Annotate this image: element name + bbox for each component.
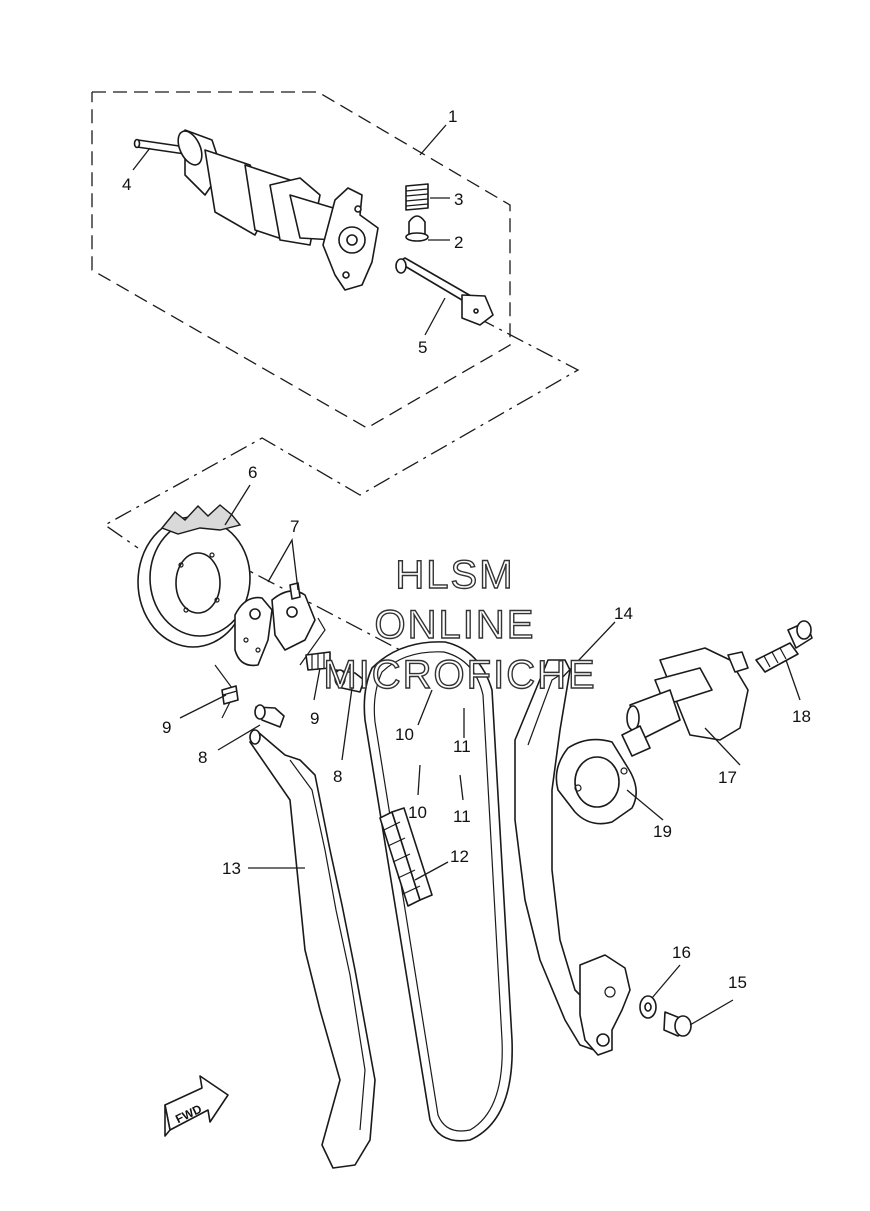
callout-17: 17 — [718, 768, 737, 787]
part-7-decompressor-plate[interactable] — [234, 582, 316, 667]
callout-1: 1 — [448, 107, 457, 126]
callout-9-right: 9 — [310, 709, 319, 728]
watermark-line-3: MICROFICHE — [323, 653, 596, 697]
part-8-pin-left[interactable] — [254, 704, 285, 728]
callout-16: 16 — [672, 943, 691, 962]
callout-2: 2 — [454, 233, 463, 252]
part-16-washer[interactable] — [639, 995, 657, 1019]
callout-19: 19 — [653, 822, 672, 841]
part-14-tensioner-guide[interactable] — [514, 659, 631, 1056]
part-19-gasket[interactable] — [555, 738, 637, 825]
part-15-bolt[interactable] — [663, 1011, 692, 1037]
part-9-spring-left[interactable] — [214, 664, 239, 719]
part-18-bolt[interactable] — [755, 620, 813, 673]
part-2-plunger[interactable] — [405, 215, 429, 242]
callout-8-left: 8 — [198, 748, 207, 767]
part-3-spring[interactable] — [405, 183, 429, 211]
callout-4: 4 — [122, 175, 131, 194]
callout-13: 13 — [222, 859, 241, 878]
watermark-line-2: ONLINE — [375, 603, 536, 647]
callout-14: 14 — [614, 604, 633, 623]
callout-7: 7 — [290, 517, 299, 536]
part-6-cam-sprocket[interactable] — [137, 504, 251, 648]
callout-5: 5 — [418, 338, 427, 357]
part-17-tensioner[interactable] — [621, 647, 749, 757]
callout-11-upper: 11 — [453, 737, 471, 756]
leader-lines — [132, 124, 801, 1026]
callout-10-lower: 10 — [408, 803, 427, 822]
part-8-pin-right[interactable] — [334, 669, 365, 693]
part-5-decomp-shaft[interactable] — [395, 257, 494, 326]
part-13-chain-guide[interactable] — [249, 729, 376, 1169]
watermark: HLSM ONLINE MICROFICHE — [323, 552, 596, 697]
part-1-camshaft[interactable] — [173, 127, 379, 291]
callout-11-lower: 11 — [453, 807, 471, 826]
camshaft-assembly-boundary — [91, 91, 511, 429]
callout-9-left: 9 — [162, 718, 171, 737]
callout-6: 6 — [248, 463, 257, 482]
callout-15: 15 — [728, 973, 747, 992]
callout-10-upper: 10 — [395, 725, 414, 744]
callout-8-right: 8 — [333, 767, 342, 786]
callout-12: 12 — [450, 847, 469, 866]
part-9-spring-right[interactable] — [299, 617, 331, 671]
callout-18: 18 — [792, 707, 811, 726]
reference-line-upper — [103, 317, 580, 549]
watermark-line-1: HLSM — [395, 553, 514, 597]
fwd-arrow-icon: FWD — [164, 1075, 229, 1137]
callout-3: 3 — [454, 190, 463, 209]
part-12-cam-chain[interactable] — [363, 641, 513, 1142]
